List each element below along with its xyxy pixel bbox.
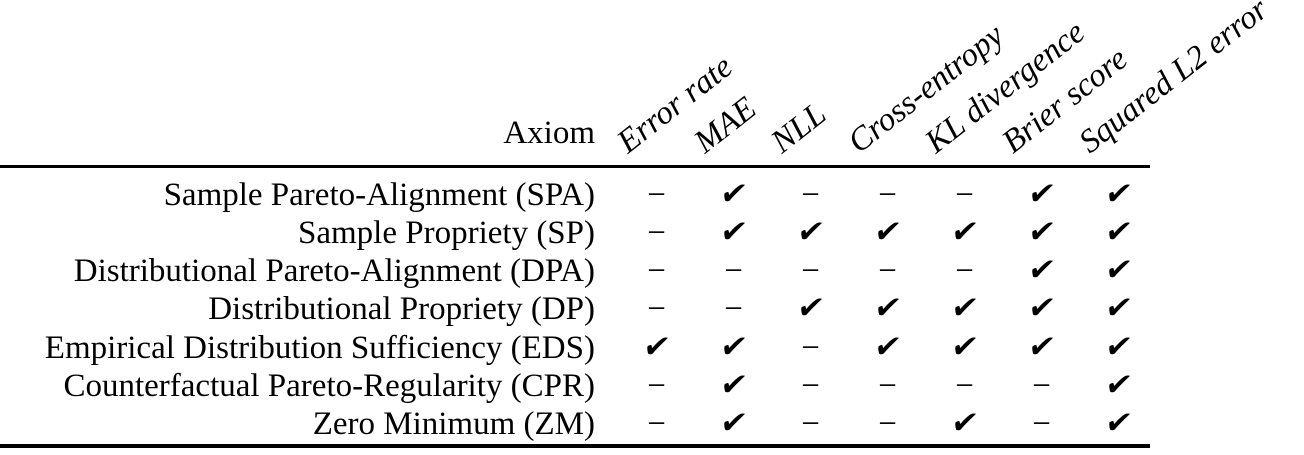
mark-cell: ✔ <box>1102 213 1135 250</box>
mark-cell: − <box>878 253 897 290</box>
row-label: Distributional Propriety (DP) <box>208 291 595 328</box>
table-row-spa: Sample Pareto-Alignment (SPA) − ✔ − − − … <box>0 176 1304 214</box>
row-cells: − ✔ − − − − ✔ <box>618 367 1157 405</box>
mark-cell: ✔ <box>717 328 750 365</box>
mark-cell: ✔ <box>1025 213 1058 250</box>
mark-cell: ✔ <box>1102 328 1135 365</box>
mark-cell: ✔ <box>1102 175 1135 212</box>
mark-cell: − <box>955 176 974 213</box>
mark-cell: − <box>801 253 820 290</box>
table-row-dpa: Distributional Pareto-Alignment (DPA) − … <box>0 252 1304 291</box>
mark-cell: ✔ <box>1102 367 1135 404</box>
mark-cell: ✔ <box>948 213 981 250</box>
mark-cell: ✔ <box>640 328 673 365</box>
mark-cell: − <box>801 368 820 405</box>
column-header-nll: NLL <box>764 95 834 161</box>
mark-cell: − <box>801 406 820 443</box>
mark-cell: ✔ <box>717 405 750 442</box>
mark-cell: − <box>801 329 820 366</box>
table-row-dp: Distributional Propriety (DP) − − ✔ ✔ ✔ … <box>0 290 1304 329</box>
row-label: Distributional Pareto-Alignment (DPA) <box>73 253 595 290</box>
mark-cell: − <box>1032 406 1051 443</box>
mark-cell: ✔ <box>794 213 827 250</box>
table-top-rule <box>0 165 1150 168</box>
mark-cell: − <box>724 291 743 328</box>
mark-cell: ✔ <box>717 213 750 250</box>
row-cells: − ✔ − − ✔ − ✔ <box>618 405 1157 443</box>
mark-cell: − <box>647 214 666 251</box>
mark-cell: ✔ <box>871 290 904 327</box>
mark-cell: − <box>878 176 897 213</box>
mark-cell: ✔ <box>1025 290 1058 327</box>
mark-cell: − <box>647 176 666 213</box>
row-label: Sample Pareto-Alignment (SPA) <box>163 176 595 213</box>
mark-cell: ✔ <box>1025 328 1058 365</box>
row-cells: − ✔ − − − ✔ ✔ <box>618 175 1157 213</box>
mark-cell: ✔ <box>794 290 827 327</box>
row-cells: − − − − − ✔ ✔ <box>618 252 1157 290</box>
row-label: Counterfactual Pareto-Regularity (CPR) <box>63 368 595 405</box>
mark-cell: ✔ <box>1102 252 1135 289</box>
mark-cell: ✔ <box>717 175 750 212</box>
mark-cell: − <box>878 368 897 405</box>
table-row-eds: Empirical Distribution Sufficiency (EDS)… <box>0 329 1304 367</box>
table-row-zm: Zero Minimum (ZM) − ✔ − − ✔ − ✔ <box>0 405 1304 444</box>
row-label: Sample Propriety (SP) <box>298 214 595 251</box>
table-body: Sample Pareto-Alignment (SPA) − ✔ − − − … <box>0 176 1304 444</box>
row-cells: − ✔ ✔ ✔ ✔ ✔ ✔ <box>618 213 1157 251</box>
mark-cell: ✔ <box>1025 175 1058 212</box>
mark-cell: − <box>955 368 974 405</box>
mark-cell: − <box>724 253 743 290</box>
row-label: Empirical Distribution Sufficiency (EDS) <box>44 329 595 366</box>
mark-cell: − <box>647 291 666 328</box>
row-cells: ✔ ✔ − ✔ ✔ ✔ ✔ <box>618 328 1157 366</box>
mark-cell: − <box>647 368 666 405</box>
mark-cell: − <box>647 253 666 290</box>
table-bottom-rule <box>0 444 1150 448</box>
mark-cell: ✔ <box>717 367 750 404</box>
row-label: Zero Minimum (ZM) <box>312 406 595 443</box>
mark-cell: − <box>801 176 820 213</box>
mark-cell: ✔ <box>871 213 904 250</box>
mark-cell: ✔ <box>1025 252 1058 289</box>
mark-cell: ✔ <box>1102 290 1135 327</box>
mark-cell: − <box>1032 368 1051 405</box>
table-row-sp: Sample Propriety (SP) − ✔ ✔ ✔ ✔ ✔ ✔ <box>0 214 1304 252</box>
mark-cell: ✔ <box>948 328 981 365</box>
table-row-cpr: Counterfactual Pareto-Regularity (CPR) −… <box>0 367 1304 405</box>
mark-cell: − <box>878 406 897 443</box>
mark-cell: − <box>955 253 974 290</box>
mark-cell: ✔ <box>948 290 981 327</box>
mark-cell: ✔ <box>871 328 904 365</box>
mark-cell: − <box>647 406 666 443</box>
mark-cell: ✔ <box>948 405 981 442</box>
mark-cell: ✔ <box>1102 405 1135 442</box>
axiom-column-header: Axiom <box>503 115 595 151</box>
row-cells: − − ✔ ✔ ✔ ✔ ✔ <box>618 290 1157 328</box>
